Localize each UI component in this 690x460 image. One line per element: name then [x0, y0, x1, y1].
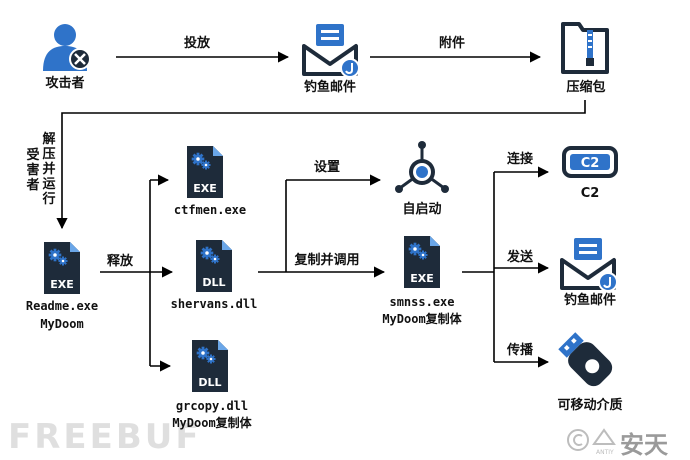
smnss-file-label: smnss.exe [389, 295, 455, 309]
freebuf-watermark: FREEBUF [8, 417, 202, 457]
dll-badge: DLL [202, 276, 225, 289]
watermark-right-small: ANTIY [596, 449, 614, 456]
arrow-archive-to-readme [56, 100, 586, 230]
phish-mail-top-label: 钓鱼邮件 [303, 80, 357, 95]
edge-connect-label: 连接 [506, 152, 534, 167]
readme-name-label: MyDoom [40, 317, 84, 331]
exe-badge: EXE [193, 182, 217, 195]
antiy-watermark: ANTIY [567, 428, 616, 456]
edge-release-label: 释放 [106, 254, 134, 269]
edge-copy-invoke-label: 复制并调用 [294, 253, 360, 268]
autostart-icon [395, 141, 449, 193]
c2-label: C2 [580, 186, 600, 201]
edge-attachment-label: 附件 [438, 36, 466, 51]
exe-badge: EXE [50, 278, 74, 291]
exe-badge: EXE [410, 272, 434, 285]
ctfmen-label: ctfmen.exe [173, 203, 247, 217]
connectors [56, 51, 586, 372]
file-icon-grcopy: DLL [192, 340, 228, 392]
edge-victim-label: 受 害 者 [26, 148, 40, 193]
file-icon-smnss: EXE [404, 236, 440, 288]
grcopy-file-label: grcopy.dll [175, 399, 249, 413]
dll-badge: DLL [198, 376, 221, 389]
c2-icon: C2 [562, 146, 618, 178]
mail-icon-top [302, 24, 360, 78]
readme-file-label: Readme.exe [25, 299, 99, 313]
edge-deliver-label: 投放 [183, 36, 211, 51]
file-icon-readme: EXE [44, 242, 80, 294]
removable-media-label: 可移动介质 [557, 398, 623, 413]
usb-drive-icon [558, 332, 613, 387]
mail-icon-bottom [560, 238, 618, 292]
antiy-logo-icon [567, 429, 589, 451]
shervans-label: shervans.dll [170, 297, 258, 311]
edge-extract-run-label: 解 压 并 运 行 [42, 132, 56, 207]
watermark-left: FREEBUF [8, 417, 202, 457]
grcopy-name-label: MyDoom复制体 [172, 416, 252, 430]
edge-setup-label: 设置 [313, 160, 341, 175]
c2-badge: C2 [581, 156, 600, 171]
autostart-label: 自启动 [402, 202, 442, 217]
attacker-label: 攻击者 [45, 76, 85, 91]
file-icon-ctfmen: EXE [187, 146, 223, 198]
attacker-icon [43, 24, 91, 71]
smnss-name-label: MyDoom复制体 [382, 312, 462, 326]
phish-mail-bottom-label: 钓鱼邮件 [563, 293, 617, 308]
file-icon-shervans: DLL [196, 240, 232, 292]
archive-label: 压缩包 [566, 80, 606, 95]
edge-spread-label: 传播 [506, 343, 534, 358]
edge-send-label: 发送 [506, 250, 534, 265]
archive-icon [561, 22, 609, 74]
watermark-right: 安天 [620, 431, 668, 459]
